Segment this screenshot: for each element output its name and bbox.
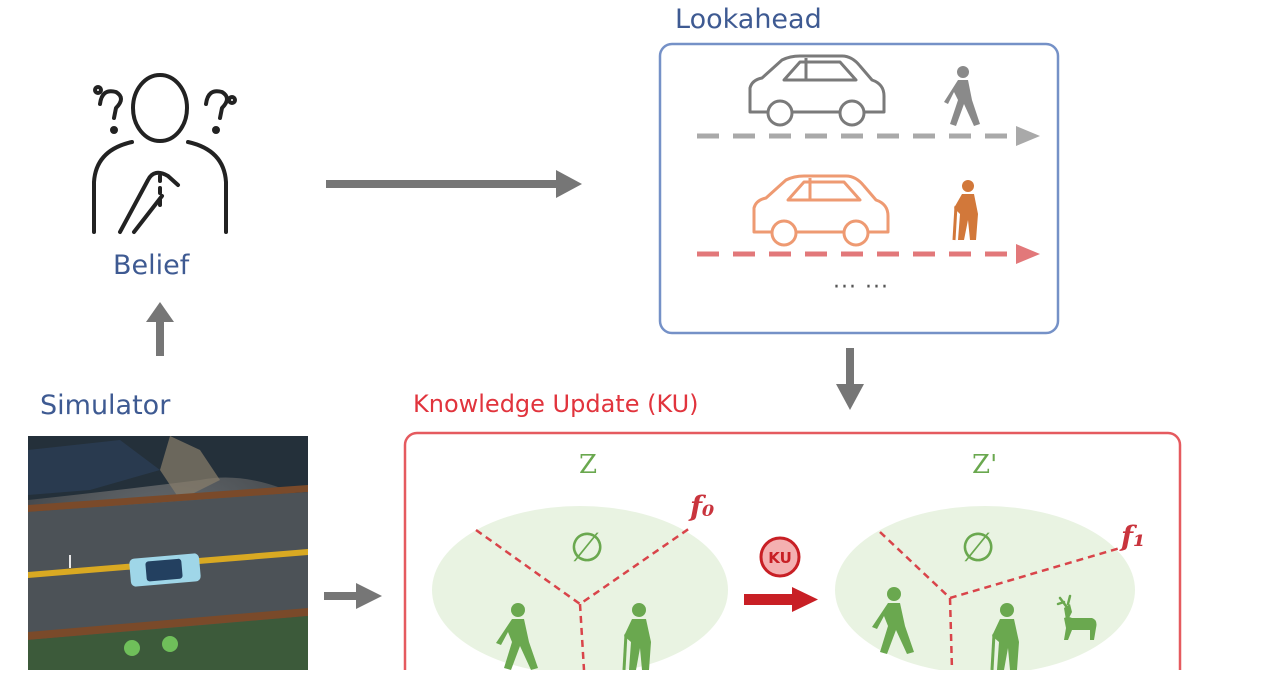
elderly-person-right-icon [990, 603, 1019, 671]
arrow-simulator-to-ku [324, 583, 382, 609]
empty-set-right: ∅ [961, 525, 996, 571]
ku-transition: KU [744, 536, 818, 612]
f1-label: f₁ [1121, 520, 1146, 553]
walking-person-right-icon [872, 587, 914, 654]
car-orange-icon [752, 174, 890, 247]
arrow-simulator-to-belief [146, 302, 174, 356]
walking-person-icon [944, 66, 980, 126]
simulator-image [28, 436, 308, 670]
belief-label: Belief [113, 250, 190, 281]
partition-ellipse-z-prime [835, 506, 1135, 674]
simulator-label: Simulator [40, 390, 171, 421]
arrow-belief-to-lookahead [326, 170, 582, 198]
partition-lines-f1 [879, 531, 1121, 671]
ku-badge [759, 536, 801, 578]
lookahead-label: Lookahead [675, 4, 822, 35]
knowledge-update-label: Knowledge Update (KU) [413, 390, 699, 418]
elderly-person-icon [952, 180, 978, 241]
confused-person-icon [92, 73, 237, 234]
z-prime-label: Z' [972, 450, 998, 480]
lookahead-ellipsis: ··· ··· [833, 275, 889, 300]
ku-badge-label: KU [768, 549, 792, 567]
arrow-lookahead-to-ku [836, 348, 864, 410]
dashed-arrow-gray [697, 126, 1040, 146]
deer-icon [1056, 594, 1097, 640]
z-label: Z [579, 450, 598, 480]
walking-person-left-icon [496, 603, 538, 670]
dashed-arrow-red [697, 244, 1040, 264]
partition-lines-f0 [475, 526, 691, 671]
car-gray-icon [748, 54, 886, 127]
f0-label: f₀ [690, 490, 715, 523]
empty-set-left: ∅ [570, 525, 605, 571]
elderly-person-left-icon [622, 603, 651, 671]
